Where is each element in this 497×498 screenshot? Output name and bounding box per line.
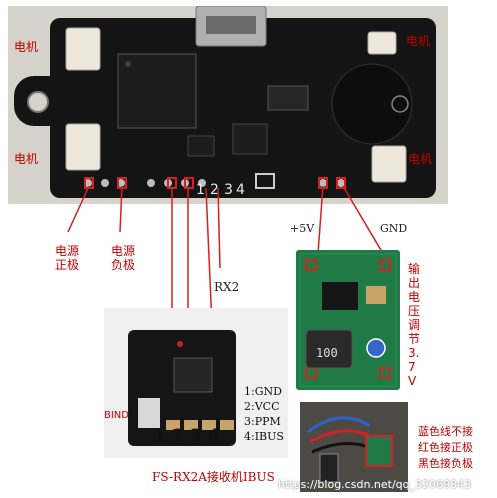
receiver-panel bbox=[104, 308, 288, 458]
pin-number-2: 2 bbox=[172, 426, 184, 446]
flight-controller-board: 1 2 3 4 bbox=[8, 5, 448, 204]
pin-description-list: 1:GND 2:VCC 3:PPM 4:IBUS bbox=[244, 384, 284, 444]
wire-rx2 bbox=[217, 187, 221, 269]
power-negative-label: 电源 负极 bbox=[108, 244, 138, 272]
inductor-marking: 100 bbox=[316, 346, 338, 360]
power-positive-label: 电源 正极 bbox=[52, 244, 82, 272]
watermark: https://blog.csdn.net/qq_32069343 bbox=[278, 478, 472, 491]
bind-label: BIND bbox=[104, 410, 129, 421]
voltage-regulator-module bbox=[296, 250, 400, 390]
battery-connector-illustration bbox=[307, 416, 393, 483]
pin-description-2: 2:VCC bbox=[244, 400, 280, 413]
pin-description-3: 3:PPM bbox=[244, 415, 281, 428]
regulator-illustration bbox=[299, 253, 397, 387]
output-voltage-vertical-label: 输出电压调节3.7V bbox=[408, 262, 421, 388]
power-pos-line1: 电源 bbox=[54, 244, 79, 258]
motor-label-bottom-right: 电机 bbox=[408, 152, 433, 166]
receiver-illustration bbox=[128, 330, 236, 446]
blue-wire-note: 蓝色线不接 bbox=[418, 425, 473, 438]
svg-text:1: 1 bbox=[196, 182, 205, 198]
power-pos-wire bbox=[67, 185, 90, 233]
pin-number-3: 3 bbox=[190, 426, 202, 446]
svg-text:2: 2 bbox=[210, 182, 219, 198]
pin-description-4: 4:IBUS bbox=[244, 430, 284, 443]
red-wire-note: 红色接正极 bbox=[418, 441, 473, 454]
pin-number-4: 4 bbox=[208, 426, 220, 446]
power-neg-wire bbox=[119, 185, 123, 233]
pin-description-1: 1:GND bbox=[244, 385, 282, 398]
svg-text:3: 3 bbox=[224, 182, 233, 198]
wire-color-notes: 蓝色线不接 红色接正极 黑色接负极 bbox=[418, 424, 473, 472]
plus5v-label: +5V bbox=[290, 222, 315, 235]
battery-connector-photo bbox=[300, 402, 408, 492]
power-pos-line2: 正极 bbox=[54, 258, 79, 272]
power-neg-line2: 负极 bbox=[110, 258, 135, 272]
gnd-label: GND bbox=[380, 222, 408, 235]
power-neg-line1: 电源 bbox=[110, 244, 135, 258]
rx2-label: RX2 bbox=[214, 280, 240, 294]
svg-text:4: 4 bbox=[236, 182, 245, 198]
motor-label-top-left: 电机 bbox=[14, 40, 39, 54]
gnd-wire bbox=[342, 185, 389, 263]
receiver-caption: FS-RX2A接收机IBUS bbox=[152, 470, 275, 484]
pin-number-1: 1 bbox=[154, 426, 166, 446]
motor-label-top-right: 电机 bbox=[406, 34, 431, 48]
black-wire-note: 黑色接负极 bbox=[418, 457, 473, 470]
flight-controller-illustration: 1 2 3 4 bbox=[14, 5, 436, 198]
motor-label-bottom-left: 电机 bbox=[14, 152, 39, 166]
